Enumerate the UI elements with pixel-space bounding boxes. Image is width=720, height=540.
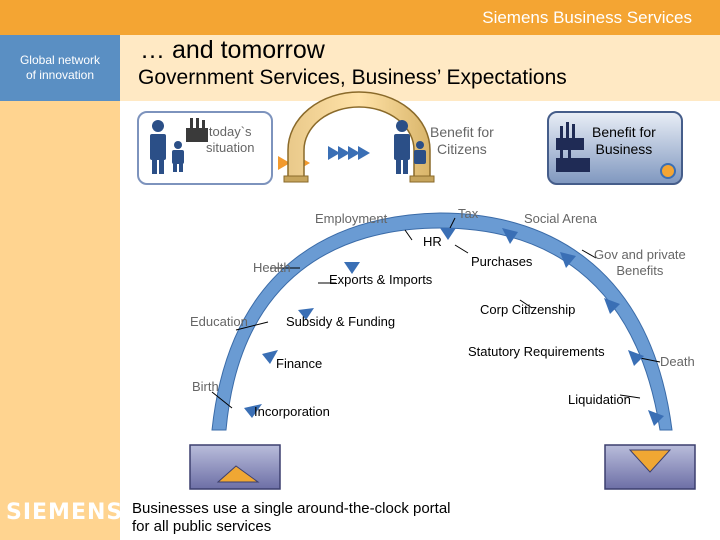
hr-label: HR [423,234,442,249]
citizens-line1: Benefit for [430,124,494,140]
liquidation-label: Liquidation [568,392,631,407]
exports-label: Exports & Imports [329,272,433,287]
brand-name: Siemens Business Services [482,8,692,27]
gov-private-line2: Benefits [616,263,664,278]
employment-label: Employment [315,211,388,226]
finance-label: Finance [276,356,323,371]
gov-private-label: Gov and private Benefits [594,247,686,279]
slide-title: … and tomorrow [140,36,325,64]
corp-citizenship-label: Corp Citizenship [480,302,576,317]
footer-text: Businesses use a single around-the-clock… [132,500,532,536]
social-arena-label: Social Arena [524,211,597,226]
education-label: Education [190,314,248,329]
arch-icon [287,91,431,179]
health-label: Health [253,260,291,275]
purchases-label: Purchases [471,254,533,269]
today-box [137,111,273,185]
tax-label: Tax [458,206,479,221]
status-dot-icon [660,163,676,179]
today-label: today`s situation [206,124,254,156]
slide-subtitle: Government Services, Business’ Expectati… [138,66,567,89]
gov-private-line1: Gov and private [594,247,686,262]
business-label: Benefit for Business [592,124,656,158]
left-panel [0,35,120,540]
citizens-label: Benefit for Citizens [430,124,494,158]
siemens-logo: SIEMENS [6,500,124,525]
subsidy-label: Subsidy & Funding [286,314,396,329]
tagline-box [0,35,120,101]
today-line2: situation [206,140,255,155]
factory-icon [186,118,208,142]
business-line2: Business [595,141,653,157]
citizens-line2: Citizens [437,141,487,157]
citizens-icon [394,120,426,174]
tagline: Global network of innovation [0,53,120,83]
label-connectors [211,217,661,409]
header-bar [0,0,720,35]
tagline-line2: of innovation [25,68,95,82]
footer-line1: Businesses use a single around-the-clock… [132,500,451,517]
arc-markers [244,228,664,426]
lifecycle-arc [211,212,673,431]
title-band [120,35,720,101]
tagline-line1: Global network [19,53,101,67]
death-label: Death [660,354,695,369]
business-factory-icon [556,122,590,172]
birth-label: Birth [192,379,219,394]
blue-arrows [328,146,370,160]
footer-line2: for all public services [132,518,272,535]
people-icon [150,120,184,174]
business-line1: Benefit for [592,124,656,140]
today-line1: today`s [208,124,252,139]
statutory-label: Statutory Requirements [468,344,605,359]
incorporation-label: Incorporation [254,404,330,419]
